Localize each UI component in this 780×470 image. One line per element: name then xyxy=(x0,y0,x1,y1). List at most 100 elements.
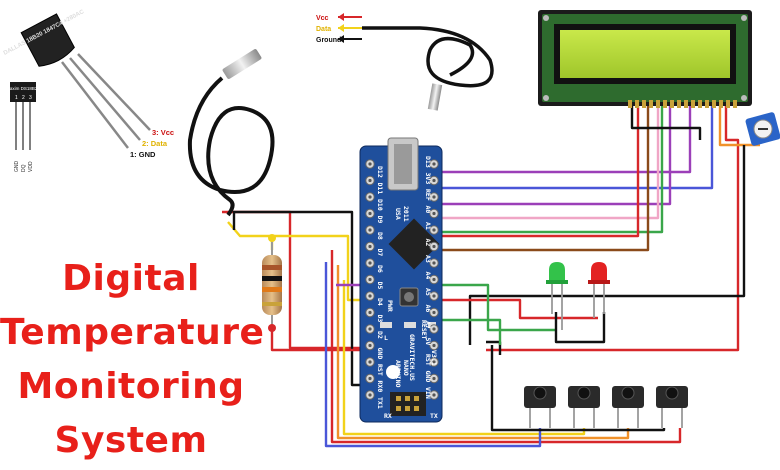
pin-a5-right: A5 xyxy=(424,288,439,301)
lcd-pin xyxy=(635,100,639,108)
pin-label: D7 xyxy=(376,249,384,257)
pin-label: GND xyxy=(424,371,432,383)
probe-vcc: Vcc xyxy=(316,15,329,22)
wire-green-lcd xyxy=(440,105,664,234)
small-marking: Maxim DS18B20 xyxy=(6,86,40,91)
pin-3-num: 3 xyxy=(29,95,32,101)
rx-label: RX xyxy=(384,412,392,420)
pin-label: A0 xyxy=(424,206,432,214)
usa-label: USA xyxy=(394,208,402,220)
pin-label: 5V xyxy=(424,338,432,346)
title-line-2: Temperature xyxy=(0,312,265,353)
lcd-pin xyxy=(670,100,674,108)
pin-a2-right: A2 xyxy=(424,239,439,252)
wire-black-bottom xyxy=(490,345,666,432)
lcd-pin xyxy=(733,100,737,108)
pin-d12-left: D12 xyxy=(365,159,384,178)
probe-sensor-left xyxy=(187,49,275,217)
pin-gnd-name: GND xyxy=(14,161,20,173)
pin-d4-left: D4 xyxy=(365,291,384,306)
pin-a0-right: A0 xyxy=(424,206,439,219)
pin-label: D6 xyxy=(376,265,384,273)
wire-purple-2 xyxy=(440,105,672,206)
red-led xyxy=(588,262,610,318)
pin-label: D12 xyxy=(376,166,384,178)
pin-d8-left: D8 xyxy=(365,225,384,240)
reset-label: RESET xyxy=(420,320,428,340)
pin-label: D2 xyxy=(376,331,384,339)
wires xyxy=(222,105,760,448)
wire-purple-1 xyxy=(440,105,692,174)
lcd-pin xyxy=(698,100,702,108)
pin-rst-right: RST xyxy=(424,354,439,367)
pin-gnd-right: GND xyxy=(424,371,439,384)
pin-d7-left: D7 xyxy=(365,241,384,257)
wire-brown xyxy=(440,105,650,252)
pin-d5-left: D5 xyxy=(365,274,384,290)
pin-vin-right: VIN xyxy=(424,387,439,400)
pin-d2-left: D2 xyxy=(365,324,384,339)
lcd-pin xyxy=(684,100,688,108)
lcd-pin xyxy=(719,100,723,108)
lcd-pin xyxy=(712,100,716,108)
pin-d10-left: D10 xyxy=(365,192,384,211)
title-line-4: System xyxy=(54,420,208,461)
lcd-screen xyxy=(560,30,730,78)
wire-orange-bottom xyxy=(336,265,630,440)
pin-label: D3 xyxy=(376,315,384,323)
wire-red-led xyxy=(440,298,598,320)
pin-label: A6 xyxy=(424,305,432,313)
pin-rst-left: RST xyxy=(365,357,384,376)
pin-a1-right: A1 xyxy=(424,222,439,235)
to92-sensor: DALLAS 18B20 1847C4 +280AC 3: Vcc 2: Dat… xyxy=(3,9,174,173)
wire-red-lcd xyxy=(440,105,640,238)
probe-data: Data xyxy=(316,26,331,33)
l-label: L xyxy=(384,334,388,342)
probe-ground: Ground xyxy=(316,37,341,44)
pin-d3-left: D3 xyxy=(365,307,384,323)
pin-label: RX0 xyxy=(376,381,384,393)
lcd-pin xyxy=(677,100,681,108)
pin-label: D5 xyxy=(376,282,384,290)
lcd-pin xyxy=(663,100,667,108)
pin-label: RST xyxy=(376,364,384,376)
probe-sensor-top: Vcc Data Ground xyxy=(316,13,494,111)
push-button-3 xyxy=(612,386,644,428)
pin-d6-left: D6 xyxy=(365,258,384,273)
lcd-pin xyxy=(642,100,646,108)
pin-label: A7 xyxy=(424,321,432,329)
push-button-4 xyxy=(656,386,688,428)
wire-red-right xyxy=(486,105,740,352)
wire-black-led xyxy=(554,312,606,344)
pin-ref-right: REF xyxy=(424,189,439,202)
lcd-pin xyxy=(628,100,632,108)
wire-pink xyxy=(440,105,660,220)
model-label: NANO xyxy=(402,360,410,376)
pin-a3-right: A3 xyxy=(424,255,439,268)
lcd-pin xyxy=(726,100,730,108)
pin-a7-right: A7 xyxy=(424,321,439,334)
legend-gnd: 1: GND xyxy=(130,150,156,159)
pin-label: VIN xyxy=(424,387,432,399)
legend-data: 2: Data xyxy=(142,139,168,148)
pin-label: A2 xyxy=(424,239,432,247)
potentiometer xyxy=(745,112,780,146)
wire-black-lcd xyxy=(630,105,702,140)
pin-label: D4 xyxy=(376,298,384,306)
pin-d9-left: D9 xyxy=(365,208,384,224)
pin-2-num: 2 xyxy=(22,95,25,101)
resistor xyxy=(262,234,282,332)
wire-red-bottom xyxy=(330,250,682,444)
year-label: 2011 xyxy=(402,206,410,222)
pin-label: D9 xyxy=(376,216,384,224)
pin-dq-name: DQ xyxy=(21,164,27,172)
green-led xyxy=(546,262,568,330)
pin-5v-right: 5V xyxy=(424,338,439,351)
pin-label: A1 xyxy=(424,222,432,230)
legend-vcc: 3: Vcc xyxy=(152,128,174,137)
wire-blue-bottom xyxy=(324,262,542,448)
brand-label: ARDUINO xyxy=(394,360,402,387)
pin-label: A3 xyxy=(424,255,432,263)
